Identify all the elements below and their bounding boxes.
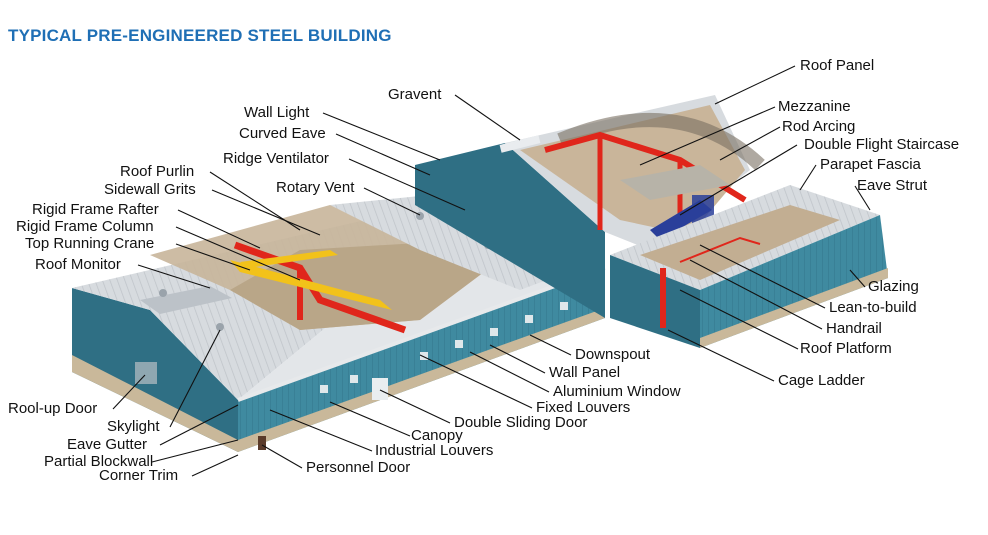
leanto-side-wall [700,215,888,348]
mezzanine-floor [620,165,730,200]
label-cage-ladder: Cage Ladder [778,372,865,389]
personnel-door [258,436,266,450]
rotary-vent-3 [159,289,167,297]
highbay-side-wall [415,143,605,318]
label-ridge-ventilator: Ridge Ventilator [223,150,329,167]
label-industrial-louvers: Industrial Louvers [375,442,494,459]
leanto-cutaway [640,205,840,280]
label-curved-eave: Curved Eave [239,125,326,142]
label-eave-gutter: Eave Gutter [67,436,148,453]
label-gravent: Gravent [388,86,442,103]
label-downspout: Downspout [575,346,651,363]
cage-ladder [660,268,666,328]
top-running-crane [230,260,392,310]
leanto-front-wall [610,255,700,348]
label-canopy: Canopy [411,427,463,444]
label-skylight: Skylight [107,418,160,435]
label-glazing: Glazing [868,278,919,295]
lean-to-building [610,185,888,348]
label-aluminium-window: Aluminium Window [553,383,681,400]
label-top-running-crane: Top Running Crane [25,235,155,252]
main-building [72,195,606,452]
rollup-door [135,362,157,384]
label-partial-blockwall: Partial Blockwall [44,453,154,470]
label-rigid-frame-column: Rigid Frame Column [16,218,154,235]
label-rotary-vent: Rotary Vent [276,179,355,196]
label-personnel-door: Personnel Door [306,459,411,476]
label-lean-to-build: Lean-to-build [829,299,917,316]
label-rod-arcing: Rod Arcing [782,118,856,135]
label-rool-up-door: Rool-up Door [8,400,98,417]
label-mezzanine: Mezzanine [778,98,851,115]
rotary-vent-4 [216,323,224,331]
label-roof-monitor: Roof Monitor [35,256,121,273]
label-eave-strut: Eave Strut [857,177,928,194]
label-roof-panel: Roof Panel [800,57,875,74]
label-roof-purlin: Roof Purlin [120,163,195,180]
label-wall-light: Wall Light [244,104,310,121]
rod-arcing-roof [557,113,765,171]
leader-lines [112,65,871,477]
label-roof-platform: Roof Platform [800,340,892,357]
label-handrail: Handrail [826,320,882,337]
label-sidewall-grits: Sidewall Grits [104,181,196,198]
label-parapet-fascia: Parapet Fascia [820,156,921,173]
roof-monitor [140,286,232,314]
diagram-title: TYPICAL PRE-ENGINEERED STEEL BUILDING [8,26,392,45]
label-corner-trim: Corner Trim [99,467,179,484]
high-bay-building [415,95,765,318]
gravent [499,135,541,153]
eave-gutter [237,266,606,402]
partial-blockwall-end [72,355,238,452]
double-sliding-door [372,378,388,400]
label-double-flight-staircase: Double Flight Staircase [804,136,960,153]
main-roof-front [238,250,605,400]
label-fixed-louvers: Fixed Louvers [536,399,631,416]
label-wall-panel: Wall Panel [549,364,621,381]
label-double-sliding-door: Double Sliding Door [454,414,588,431]
label-rigid-frame-rafter: Rigid Frame Rafter [32,201,159,218]
handrail [679,236,761,263]
partial-blockwall-front [238,308,605,452]
